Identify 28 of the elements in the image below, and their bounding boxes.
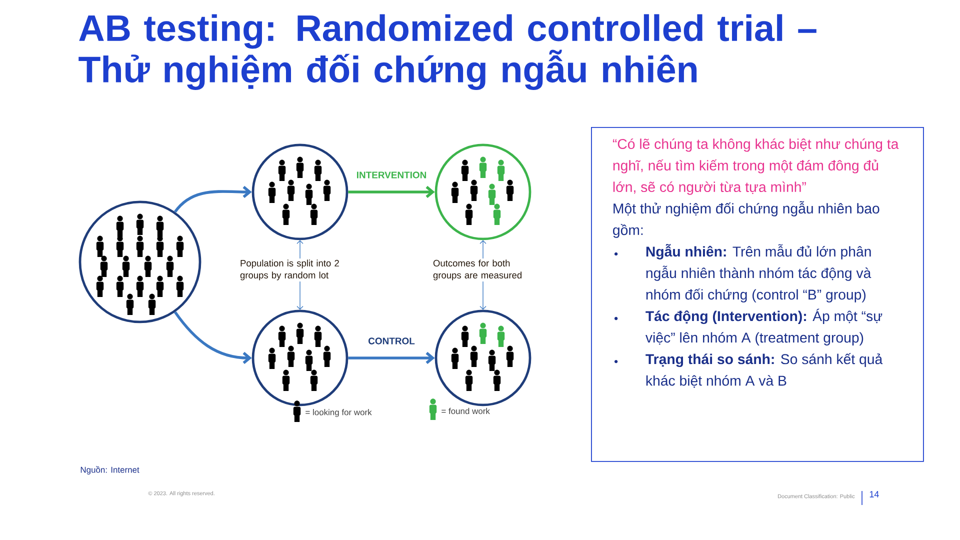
group-circle	[434, 310, 532, 406]
group-circle	[434, 144, 532, 240]
arrow	[174, 186, 252, 213]
source-note: Nguồn: Internet	[80, 466, 140, 474]
group-circle	[78, 200, 202, 324]
note-text: Outcomes for both groups are measured	[433, 260, 522, 280]
legend-text: = found work	[442, 408, 490, 414]
group-circle	[252, 310, 348, 406]
arrow	[480, 240, 486, 259]
edge-label: INTERVENTION	[357, 172, 426, 178]
list-item: Ngẫu nhiên: Trên mẫu đủ lớn phân ngẫu nhiên thành nhóm tác động và nhóm đối chứng (control “B” group)	[646, 244, 872, 302]
page-number: 14	[870, 491, 879, 498]
legend-text: = looking for work	[306, 409, 372, 417]
edge-label: CONTROL	[368, 338, 415, 344]
arrow	[348, 186, 435, 198]
title: AB testing: Randomized controlled trial – Thử nghiệm đối chứng ngẫu nhiên	[78, 14, 816, 90]
text-panel	[591, 126, 924, 462]
arrow	[480, 281, 486, 310]
arrow	[296, 240, 304, 259]
group-circle	[252, 144, 348, 240]
quote-text: “Có lẽ chúng ta không khác biệt như chúng ta nghĩ, nếu tìm kiếm trong một đám đông đủ lớn, sẽ có người từa tựa mình”	[612, 138, 899, 195]
arrow	[174, 311, 252, 364]
arrow	[348, 352, 435, 364]
body-text: Một thử nghiệm đối chứng ngẫu nhiên bao gồm:	[613, 201, 880, 238]
note-text: Population is split into 2 groups by random lot	[240, 260, 339, 280]
list-item: Trạng thái so sánh: So sánh kết quả khác biệt nhóm A và B	[646, 353, 883, 388]
list-item: Tác động (Intervention): Áp một “sự việc” lên nhóm A (treatment group)	[646, 308, 882, 346]
arrow	[296, 281, 304, 310]
